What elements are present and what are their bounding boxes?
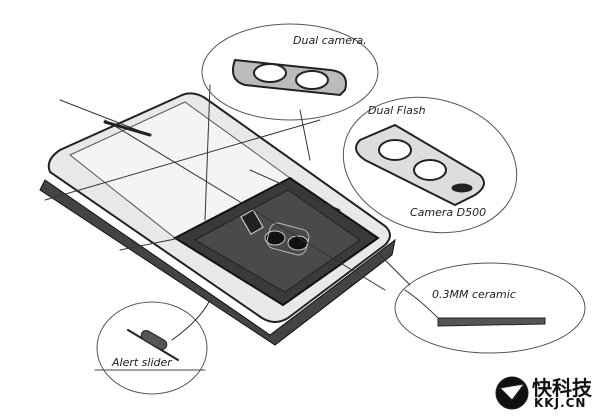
label-alert-slider: Alert slider bbox=[112, 356, 172, 369]
label-dual-flash: Dual Flash bbox=[368, 104, 426, 117]
dual-flash-led bbox=[451, 183, 473, 193]
ceramic-callout bbox=[394, 262, 586, 354]
watermark-en: KKJ.CN bbox=[534, 396, 587, 410]
construction-lines bbox=[44, 84, 411, 291]
label-dual-camera: Dual camera. bbox=[293, 34, 367, 47]
dual-camera-lens bbox=[253, 63, 287, 83]
dual-camera-callout bbox=[201, 23, 379, 121]
dual-camera-lens bbox=[295, 70, 329, 90]
dual-flash-lens bbox=[378, 139, 412, 161]
alert-slider-part bbox=[140, 330, 168, 350]
camera-module bbox=[240, 209, 310, 256]
camera-lens bbox=[264, 230, 286, 246]
label-camera: Camera D500 bbox=[410, 206, 487, 219]
dual-flash-lens bbox=[413, 159, 447, 181]
watermark-logo bbox=[495, 376, 529, 410]
dual-flash-callout bbox=[342, 96, 518, 234]
watermark-cn: 快科技 bbox=[532, 376, 592, 400]
alert-slider-callout bbox=[96, 301, 208, 395]
camera-lens bbox=[287, 235, 309, 251]
camera-surround bbox=[266, 222, 310, 256]
phone-shadow bbox=[39, 179, 396, 346]
alert-slider-leader-line bbox=[171, 299, 211, 341]
label-ceramic: 0.3MM ceramic bbox=[432, 288, 516, 301]
flash bbox=[240, 209, 264, 235]
ceramic-leader-line bbox=[404, 289, 439, 319]
phone-top-marking bbox=[103, 120, 152, 137]
ceramic-part bbox=[437, 317, 546, 327]
dual-camera-part bbox=[232, 58, 347, 97]
